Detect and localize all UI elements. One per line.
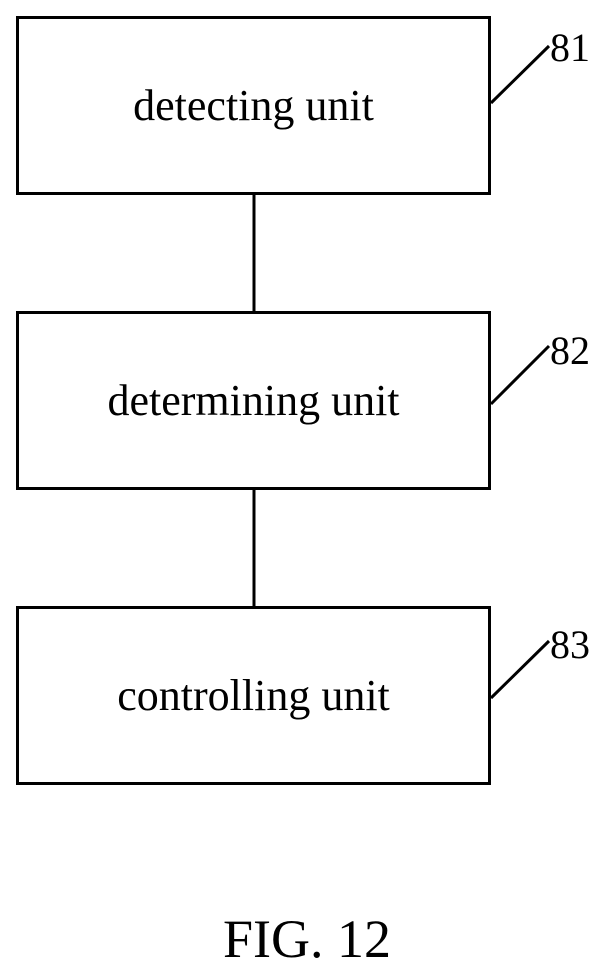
determining-unit-box: determining unit <box>16 311 491 490</box>
controlling-unit-label: controlling unit <box>117 674 390 718</box>
detecting-unit-label: detecting unit <box>133 84 374 128</box>
detecting-unit-box: detecting unit <box>16 16 491 195</box>
leader-line-82 <box>491 346 549 404</box>
figure-caption: FIG. 12 <box>0 912 614 966</box>
reference-numeral-82: 82 <box>550 331 590 371</box>
reference-numeral-83: 83 <box>550 625 590 665</box>
controlling-unit-box: controlling unit <box>16 606 491 785</box>
determining-unit-label: determining unit <box>107 379 399 423</box>
leader-line-83 <box>491 641 549 698</box>
leader-line-81 <box>491 46 549 103</box>
reference-numeral-81: 81 <box>550 28 590 68</box>
